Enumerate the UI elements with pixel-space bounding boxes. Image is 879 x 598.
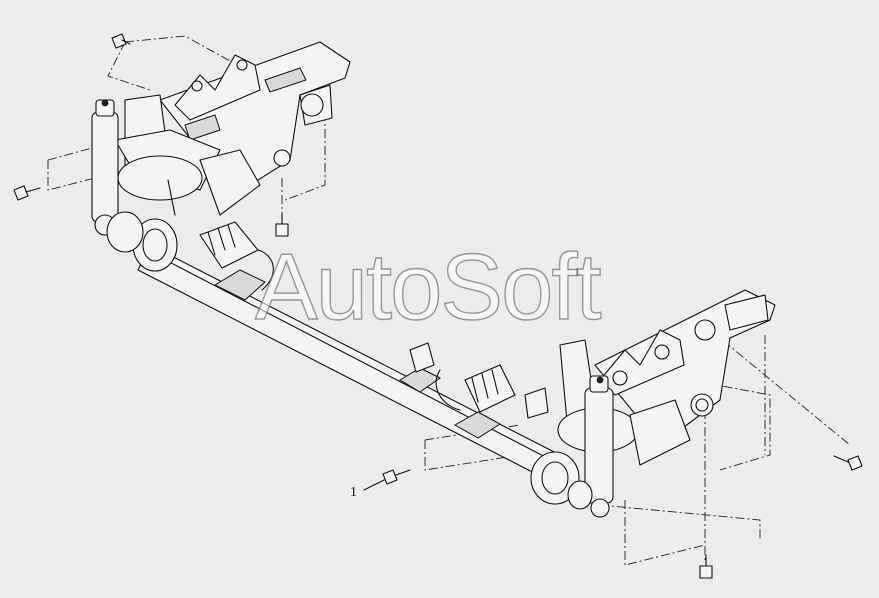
callout-label: 1 <box>350 485 357 500</box>
bolt-left-lower <box>275 213 289 237</box>
right-clamp-assembly <box>409 342 593 510</box>
exploded-guide-lines <box>47 35 851 566</box>
left-frame-bracket <box>114 41 351 216</box>
bolt-left <box>13 185 41 201</box>
bolt-right-nut <box>695 398 709 412</box>
bolt-right <box>833 455 863 471</box>
bolts <box>13 33 863 579</box>
axle-beam <box>137 244 561 481</box>
bolt-callout-1 <box>382 469 411 485</box>
right-shock-absorber <box>584 375 614 518</box>
left-clamp-assembly <box>106 179 274 291</box>
bolt-top-left <box>111 33 131 49</box>
bolt-left-nut <box>273 149 291 167</box>
callout-1: 1 <box>350 479 385 500</box>
left-shock-absorber <box>91 99 119 236</box>
bolt-bottom-right <box>699 554 713 579</box>
